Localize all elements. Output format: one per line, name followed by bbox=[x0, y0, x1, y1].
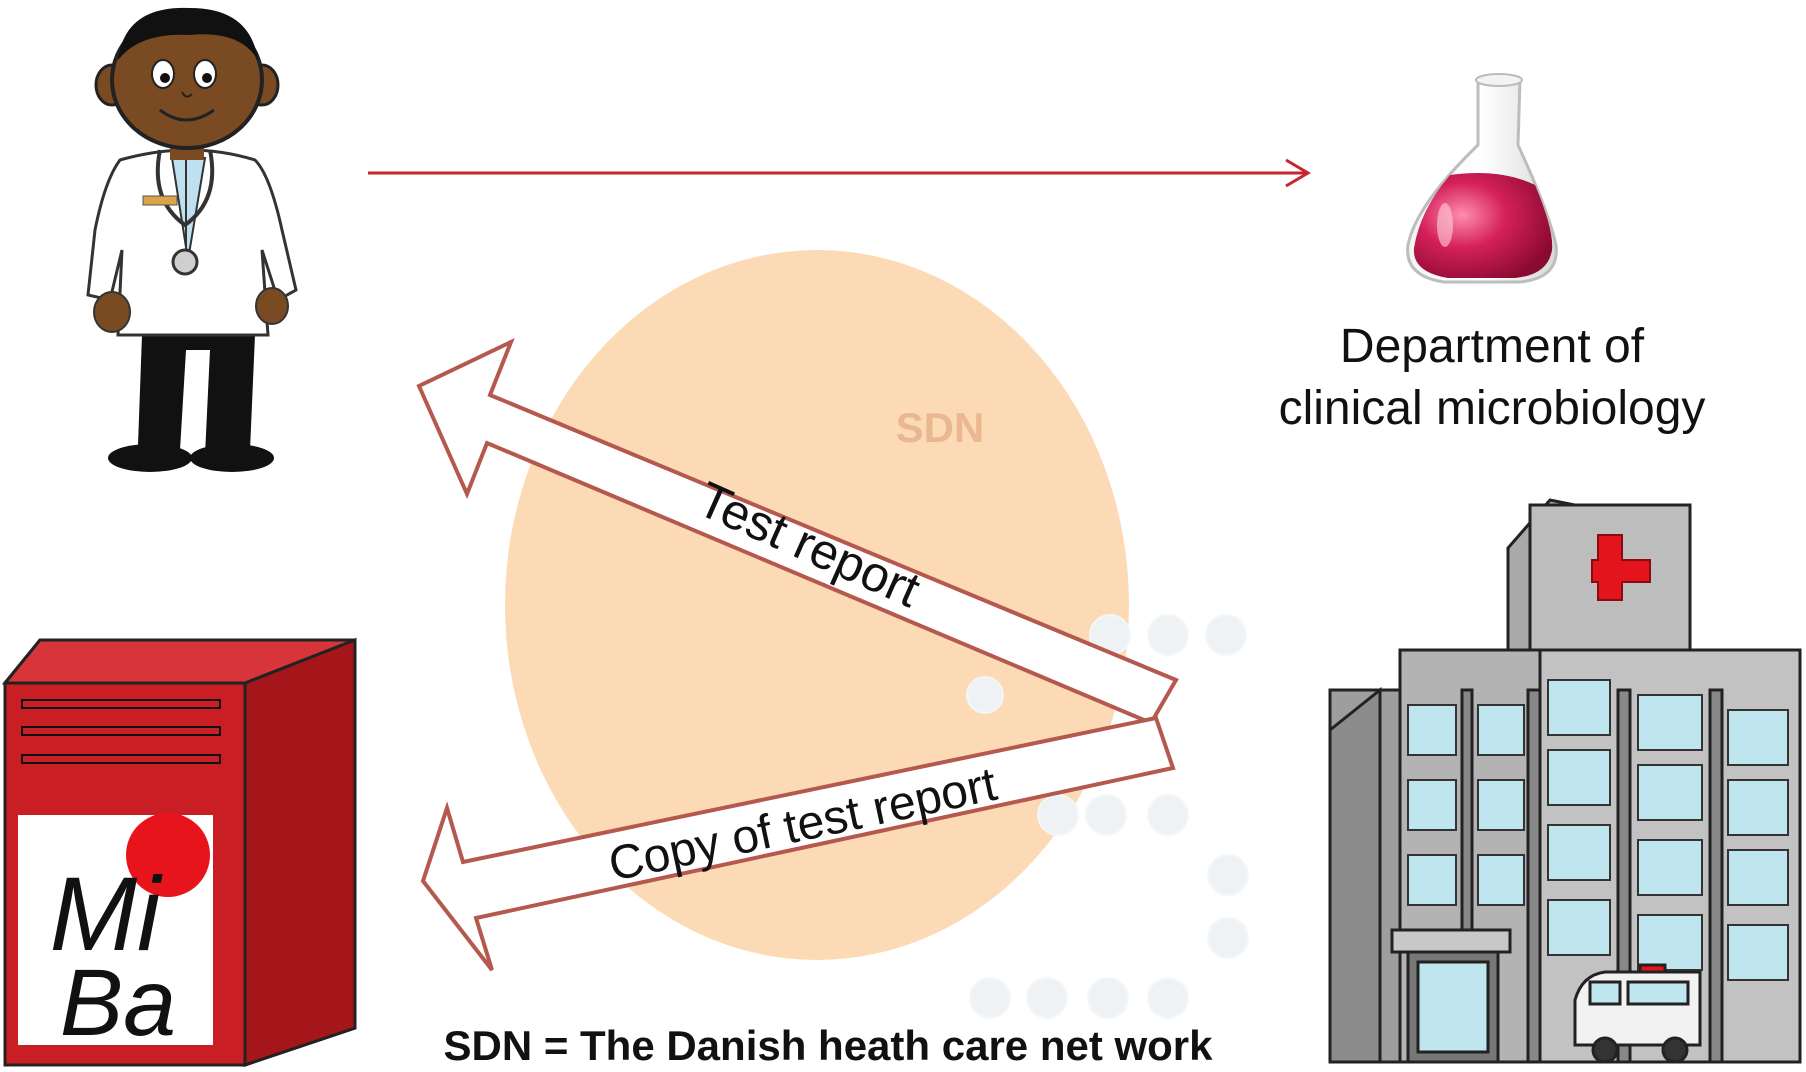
doctor-icon bbox=[86, 7, 298, 472]
request-flow-arrow bbox=[368, 158, 1311, 188]
miba-logo-line2: Ba bbox=[60, 950, 176, 1056]
footer-note: SDN = The Danish heath care net work bbox=[443, 1022, 1213, 1069]
server-icon: Mi Ba bbox=[1, 637, 357, 1068]
hospital-windows bbox=[1407, 679, 1789, 981]
sdn-cloud-label: SDN bbox=[896, 404, 985, 451]
department-label-line1: Department of bbox=[1340, 320, 1645, 373]
flask-icon bbox=[1406, 73, 1558, 284]
miba-logo-dot bbox=[126, 813, 210, 897]
ambulance-icon bbox=[1573, 963, 1702, 1064]
dot-decoration bbox=[966, 614, 1249, 1019]
miba-logo-line1: Mi bbox=[50, 856, 163, 973]
department-label-line2: clinical microbiology bbox=[1279, 382, 1706, 435]
hospital-entrance bbox=[1390, 928, 1512, 1064]
